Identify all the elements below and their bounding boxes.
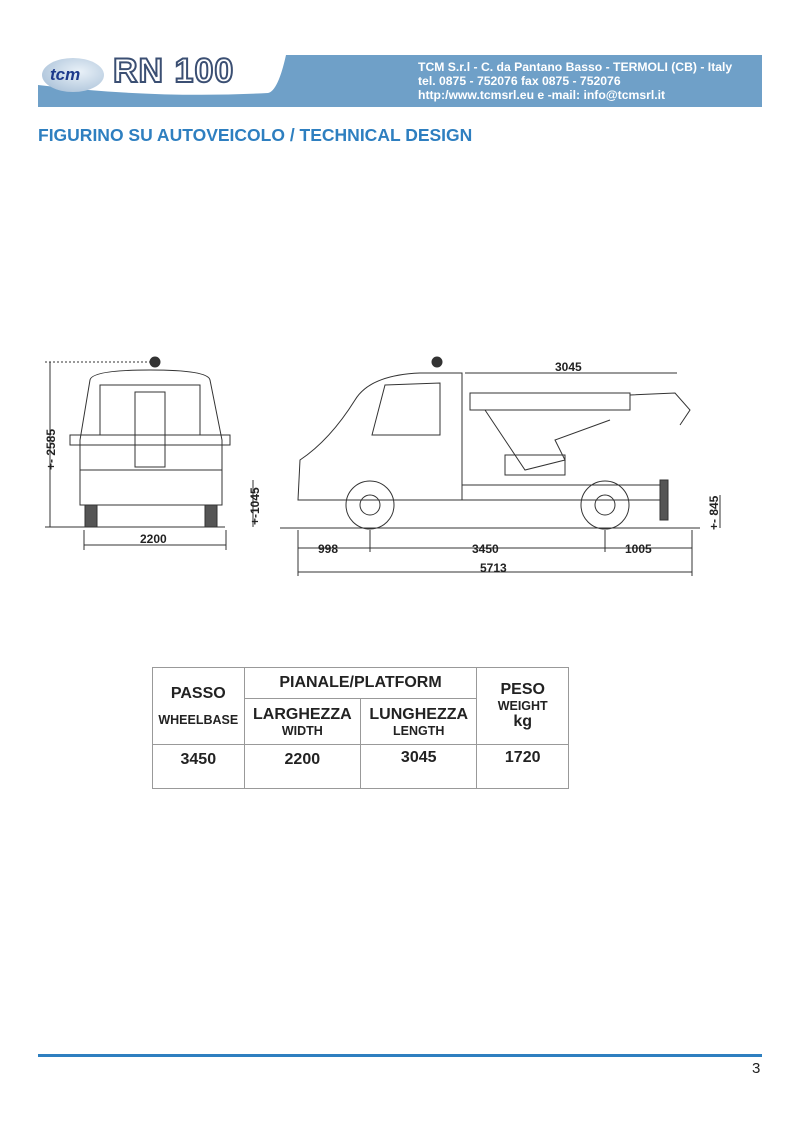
address: TCM S.r.l - C. da Pantano Basso - TERMOL… [418, 60, 733, 74]
page-title: FIGURINO SU AUTOVEICOLO / TECHNICAL DESI… [38, 125, 473, 145]
side-view [280, 356, 721, 576]
contact-info: TCM S.r.l - C. da Pantano Basso - TERMOL… [418, 60, 732, 102]
model-logo: RN 100 [112, 51, 235, 91]
dim-total-length: 5713 [480, 561, 507, 575]
dim-bed-height: +-1045 [248, 487, 262, 525]
dim-front-height: +- 2585 [44, 429, 58, 470]
dim-front-overhang: 998 [318, 542, 338, 556]
footer-divider [38, 1054, 762, 1057]
dim-rear-overhang: 1005 [625, 542, 652, 556]
web-email: http:/www.tcmsrl.eu e -mail: info@tcmsrl… [418, 88, 666, 102]
front-view [45, 356, 254, 550]
dim-front-width: 2200 [140, 532, 167, 546]
page-number: 3 [752, 1060, 761, 1077]
width-value: 2200 [243, 744, 362, 789]
dim-wheelbase: 3450 [472, 542, 499, 556]
platform-header: PIANALE/PLATFORM [243, 667, 478, 699]
length-value: 3045 [360, 744, 478, 789]
weight-value: 1720 [476, 744, 569, 789]
wheelbase-value: 3450 [152, 744, 245, 789]
dim-rear-height: +- 845 [707, 495, 721, 530]
tcm-logo: tcm [42, 58, 104, 92]
header-band [38, 55, 762, 107]
dim-platform: 3045 [555, 360, 582, 374]
phone-fax: tel. 0875 - 752076 fax 0875 - 752076 [418, 74, 621, 88]
technical-drawing: +- 2585 2200 +-1045 3045 998 3450 1005 5… [44, 356, 721, 576]
